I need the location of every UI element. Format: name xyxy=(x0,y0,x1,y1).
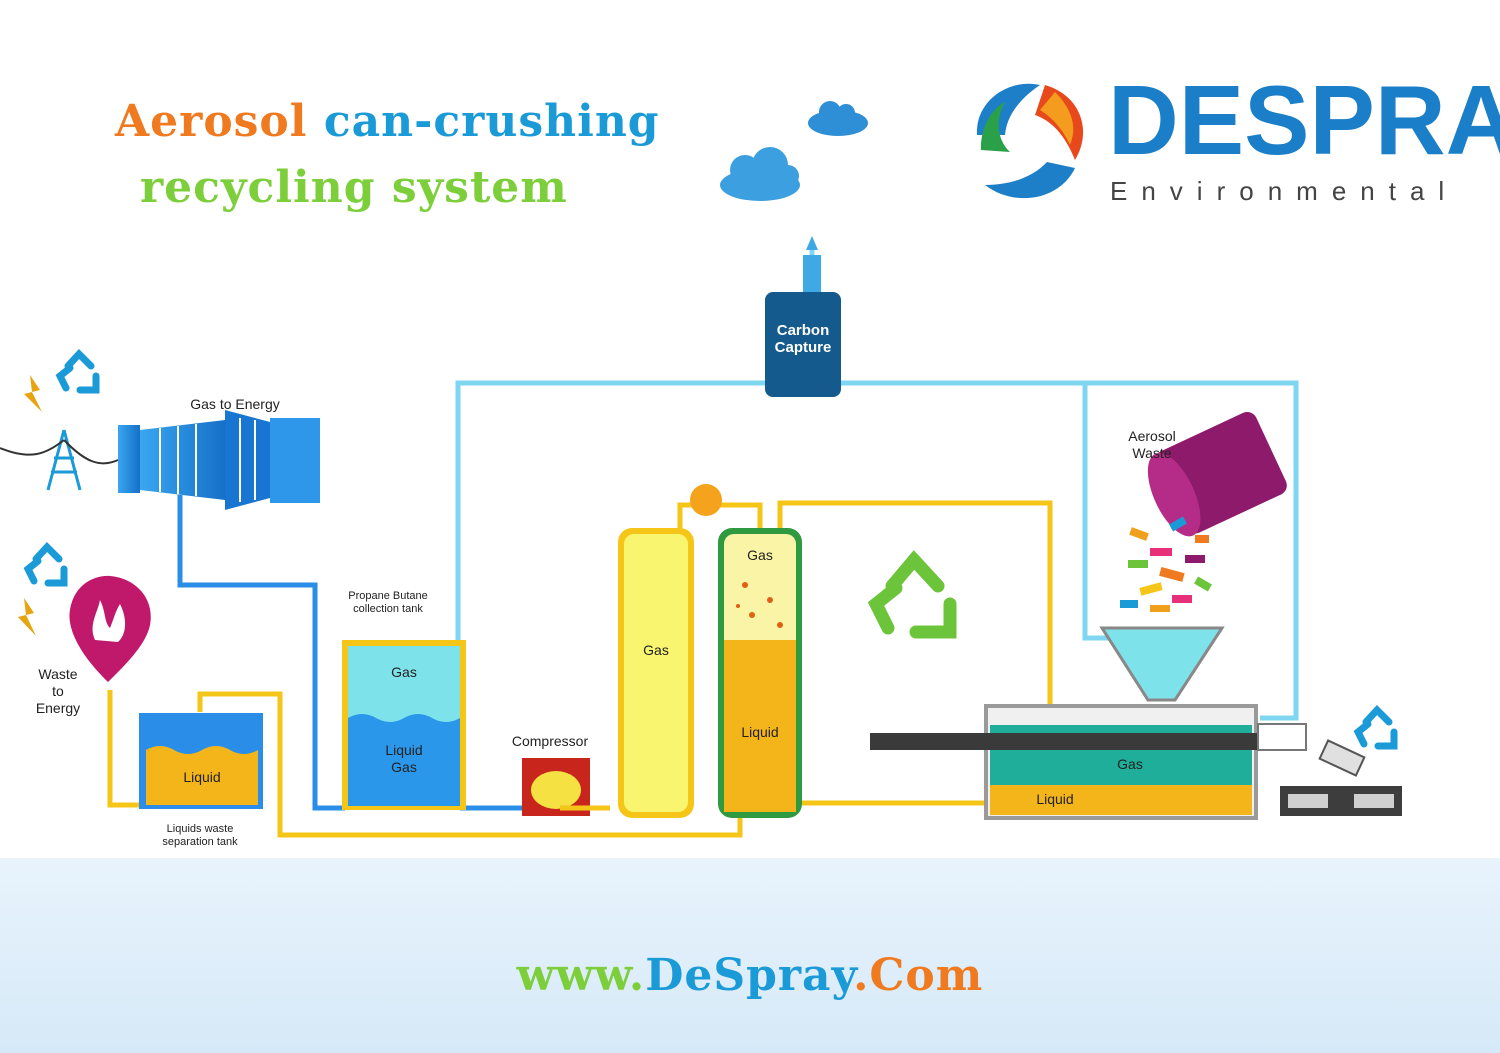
logo-brand: DESPRAY xyxy=(1108,65,1500,175)
crusher-unit xyxy=(870,704,1402,820)
liquids-waste-tank xyxy=(139,713,263,809)
crusher-gas-label: Gas xyxy=(1117,756,1143,772)
lightning-icon xyxy=(18,598,36,636)
hopper xyxy=(1099,626,1225,702)
crusher-liquid-label: Liquid xyxy=(1036,791,1074,807)
despray-logo-icon xyxy=(976,83,1084,199)
column2-gas-label: Gas xyxy=(747,547,773,563)
logo-tagline: Environmental xyxy=(1110,176,1459,206)
cloud-icon xyxy=(808,101,868,136)
yellow-pipes xyxy=(107,500,1053,838)
gas-to-energy-label: Gas to Energy xyxy=(190,396,280,412)
propane-butane-tank-label: Propane Butane collection tank xyxy=(348,590,428,615)
title-line-1: Aerosol can-crushing xyxy=(115,96,660,147)
lightning-icon xyxy=(24,375,42,412)
liquid-column xyxy=(718,528,802,818)
carbon-capture-unit xyxy=(765,236,841,397)
column2-liquid-label: Liquid xyxy=(741,724,779,740)
compressor-label: Compressor xyxy=(511,733,589,749)
tank-liquid-gas-label: Liquid Gas xyxy=(385,742,423,775)
recycle-icon xyxy=(867,550,957,639)
waste-particles xyxy=(1120,516,1212,612)
power-tower-icon xyxy=(0,429,119,491)
gas-column xyxy=(618,528,694,818)
recycle-icon xyxy=(1353,704,1398,750)
cloud-icon xyxy=(720,147,800,201)
recycle-icon xyxy=(55,348,100,394)
title-word-aerosol: Aerosol xyxy=(115,96,308,147)
recycle-icon xyxy=(23,541,68,587)
carbon-capture-label: Carbon Capture xyxy=(774,322,832,356)
tank-gas-label: Gas xyxy=(391,664,417,680)
liquid-tank-liquid-label: Liquid xyxy=(183,769,221,785)
aerosol-can-icon xyxy=(1120,411,1287,612)
valve-icon xyxy=(690,484,722,516)
propane-butane-tank xyxy=(342,640,466,810)
title-line-2: recycling system xyxy=(140,162,568,213)
turbine-icon xyxy=(118,410,320,510)
waste-to-energy-label: Waste to Energy xyxy=(35,666,81,716)
aerosol-waste-label: Aerosol Waste xyxy=(1128,428,1176,461)
title-word-can-crushing: can-crushing xyxy=(323,96,660,147)
website-url[interactable]: www.DeSpray.Com xyxy=(516,950,984,1001)
liquids-waste-tank-label: Liquids waste separation tank xyxy=(162,823,238,848)
footer-band xyxy=(0,858,1500,1053)
column1-gas-label: Gas xyxy=(643,642,669,658)
compressor-icon xyxy=(522,758,610,816)
waste-fire-icon xyxy=(69,575,151,682)
